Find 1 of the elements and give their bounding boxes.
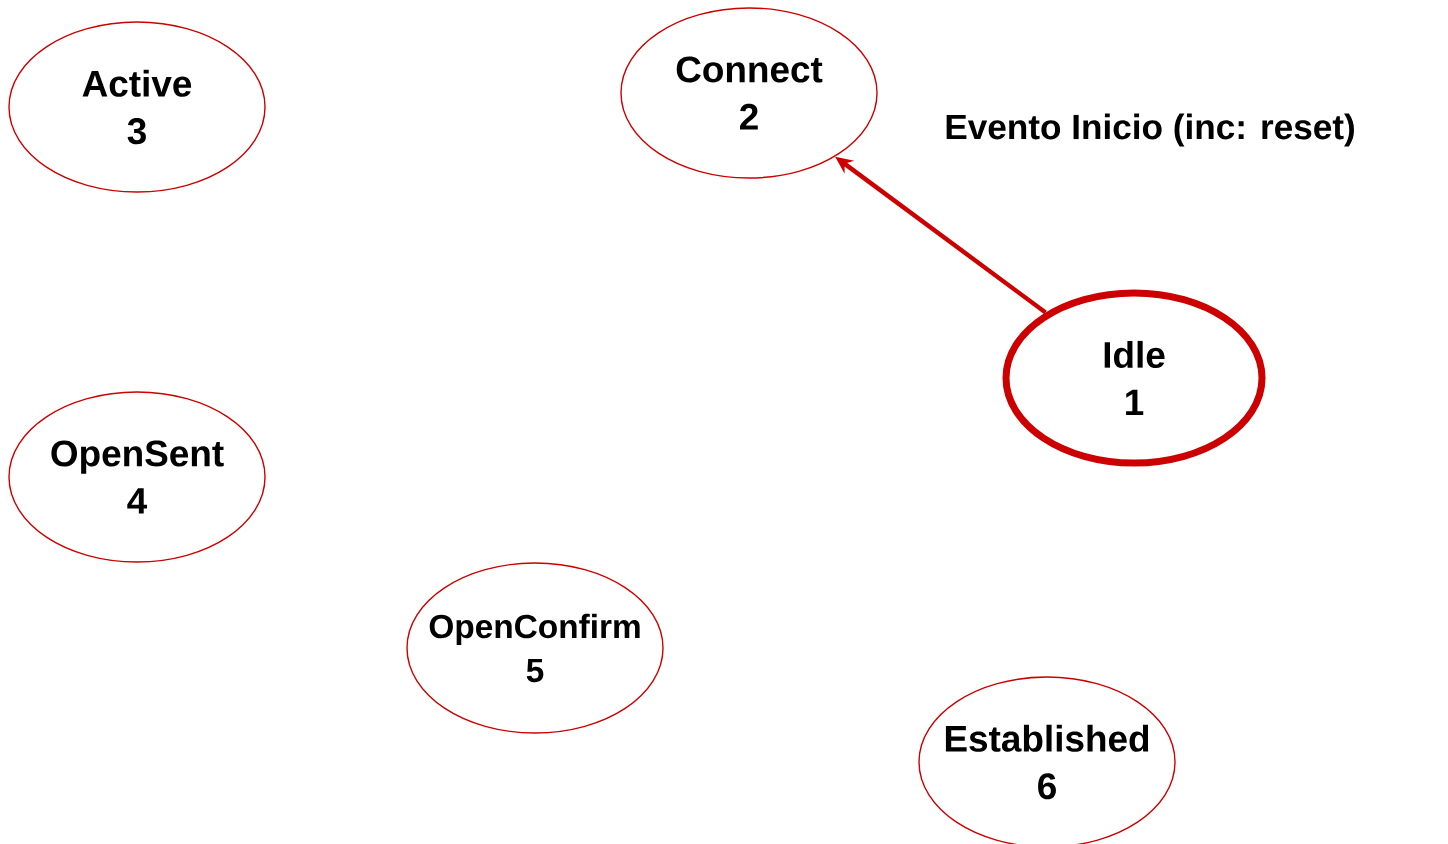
transition-label: Evento Inicio (inc: reset) xyxy=(946,113,1354,147)
